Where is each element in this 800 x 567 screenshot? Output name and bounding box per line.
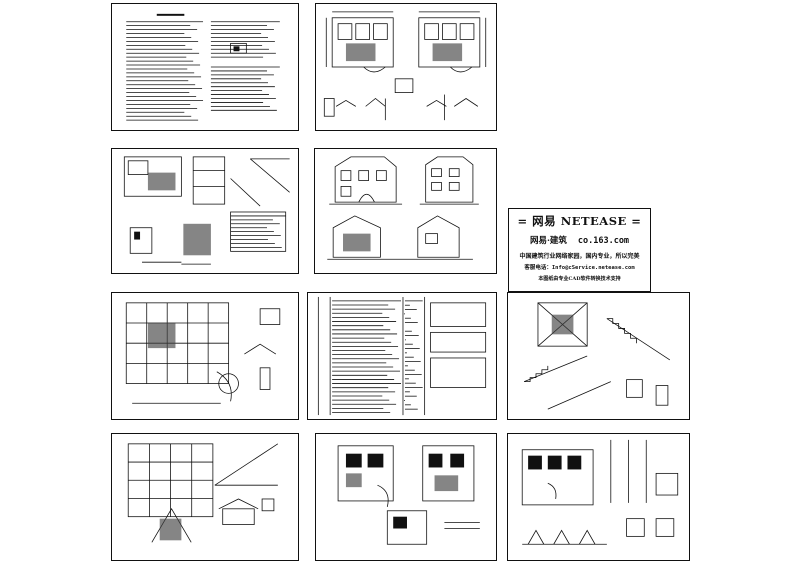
design-notes-sheet[interactable] bbox=[111, 3, 299, 131]
foundation-plan-sheet[interactable] bbox=[315, 433, 497, 561]
floor-plans-drawing bbox=[323, 11, 487, 121]
roof-plan-drawing bbox=[127, 443, 279, 543]
elevations-drawing bbox=[327, 156, 479, 260]
floor-plans-sheet-top[interactable] bbox=[315, 3, 497, 131]
netease-watermark-stamp: = 网易 NETEASE = 网易·建筑 co.163.com 中国建筑行业网络… bbox=[508, 208, 651, 292]
structural-notes-drawing bbox=[317, 296, 487, 416]
stamp-brand-cn: 网易·建筑 bbox=[529, 236, 567, 246]
stamp-support: 本图纸由专业CAD软件转换技术支持 bbox=[538, 276, 621, 282]
stamp-title: = 网易 NETEASE = bbox=[517, 214, 642, 228]
column-detail-sheet[interactable] bbox=[507, 433, 690, 561]
section-detail-drawing bbox=[123, 156, 290, 265]
stamp-slogan: 中国建筑行业网络家园，国内专业，所以完美 bbox=[519, 253, 640, 260]
roof-plan-sheet[interactable] bbox=[111, 433, 299, 561]
section-detail-sheet[interactable] bbox=[111, 148, 299, 274]
column-detail-drawing bbox=[521, 439, 679, 545]
stair-detail-sheet-1[interactable] bbox=[507, 292, 690, 420]
structural-plan-sheet-1[interactable] bbox=[111, 292, 299, 420]
structural-notes-table-sheet[interactable] bbox=[307, 292, 497, 420]
design-notes-drawing bbox=[126, 13, 280, 121]
stamp-contact: 客服电话：Info@cService.netease.com bbox=[524, 265, 635, 271]
elevations-sheet[interactable] bbox=[314, 148, 497, 274]
foundation-plan-drawing bbox=[337, 445, 480, 545]
structural-plan-drawing bbox=[125, 302, 281, 404]
stamp-brand-url: co.163.com bbox=[577, 236, 630, 246]
stamp-brand: 网易·建筑 co.163.com bbox=[509, 234, 650, 246]
stair-detail-drawing bbox=[524, 302, 671, 410]
